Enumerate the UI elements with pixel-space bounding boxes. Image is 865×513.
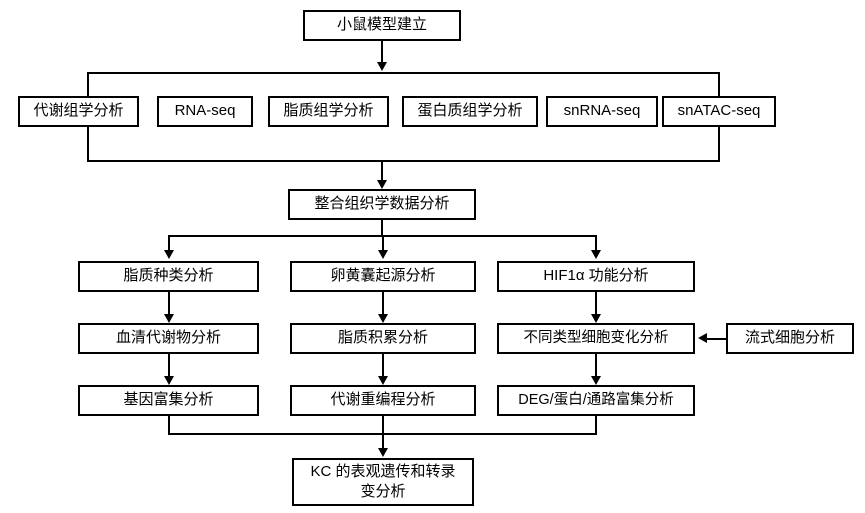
node-serum-metabolites: 血清代谢物分析 xyxy=(78,323,259,354)
connector-split-stem xyxy=(381,220,383,236)
connector-col1-s2-s3 xyxy=(168,354,170,378)
connector-omics-bus xyxy=(87,72,720,74)
arrowhead-conclusion xyxy=(378,448,388,457)
connector-col2-to-bus xyxy=(382,416,384,435)
arrowhead-col1-s2 xyxy=(164,314,174,323)
arrowhead-col1 xyxy=(164,250,174,259)
connector-col1-to-bus xyxy=(168,416,170,435)
arrowhead-col1-s3 xyxy=(164,376,174,385)
node-snrna-seq: snRNA-seq xyxy=(546,96,658,127)
connector-col2-s2-s3 xyxy=(382,354,384,378)
connector-merge-left-riser xyxy=(87,127,89,162)
connector-col2-s1-s2 xyxy=(382,292,384,316)
node-rna-seq: RNA-seq xyxy=(157,96,253,127)
node-cell-type-changes: 不同类型细胞变化分析 xyxy=(497,323,695,354)
node-lipid-species: 脂质种类分析 xyxy=(78,261,259,292)
node-metabolomics: 代谢组学分析 xyxy=(18,96,139,127)
node-kc-epigenetic-transcriptome: KC 的表观遗传和转录 变分析 xyxy=(292,458,474,506)
arrowhead-top-stem xyxy=(377,62,387,71)
node-hif1a-function: HIF1α 功能分析 xyxy=(497,261,695,292)
node-metabolic-reprogramming: 代谢重编程分析 xyxy=(290,385,476,416)
connector-merge-bus xyxy=(87,160,720,162)
connector-split-mid-drop xyxy=(382,235,384,252)
connector-omics-bus-right-drop xyxy=(718,72,720,96)
arrowhead-col2-s2 xyxy=(378,314,388,323)
arrowhead-col2-s3 xyxy=(378,376,388,385)
arrowhead-col3 xyxy=(591,250,601,259)
arrowhead-col3-s3 xyxy=(591,376,601,385)
node-integrated-analysis: 整合组织学数据分析 xyxy=(288,189,476,220)
node-yolk-sac-origin: 卵黄囊起源分析 xyxy=(290,261,476,292)
arrowhead-integration xyxy=(377,180,387,189)
node-lipidomics: 脂质组学分析 xyxy=(268,96,389,127)
connector-omics-bus-left-drop xyxy=(87,72,89,96)
connector-col3-to-bus xyxy=(595,416,597,435)
connector-col3-s2-s3 xyxy=(595,354,597,378)
connector-integration-stem xyxy=(381,160,383,185)
node-deg-protein-pathway: DEG/蛋白/通路富集分析 xyxy=(497,385,695,416)
connector-split-left-drop xyxy=(168,235,170,252)
node-gene-enrichment: 基因富集分析 xyxy=(78,385,259,416)
node-lipid-accumulation: 脂质积累分析 xyxy=(290,323,476,354)
arrowhead-col3-s2 xyxy=(591,314,601,323)
node-flow-cytometry: 流式细胞分析 xyxy=(726,323,854,354)
arrowhead-flow-to-cell-types xyxy=(698,333,707,343)
node-mouse-model: 小鼠模型建立 xyxy=(303,10,461,41)
connector-flow-to-cell-types xyxy=(707,338,726,340)
connector-conclusion-stem xyxy=(382,433,384,450)
node-snatac-seq: snATAC-seq xyxy=(662,96,776,127)
connector-top-stem xyxy=(381,41,383,68)
connector-split-right-drop xyxy=(595,235,597,252)
node-proteomics: 蛋白质组学分析 xyxy=(402,96,538,127)
connector-col1-s1-s2 xyxy=(168,292,170,316)
connector-col3-s1-s2 xyxy=(595,292,597,316)
connector-merge-right-riser xyxy=(718,127,720,162)
arrowhead-col2 xyxy=(378,250,388,259)
